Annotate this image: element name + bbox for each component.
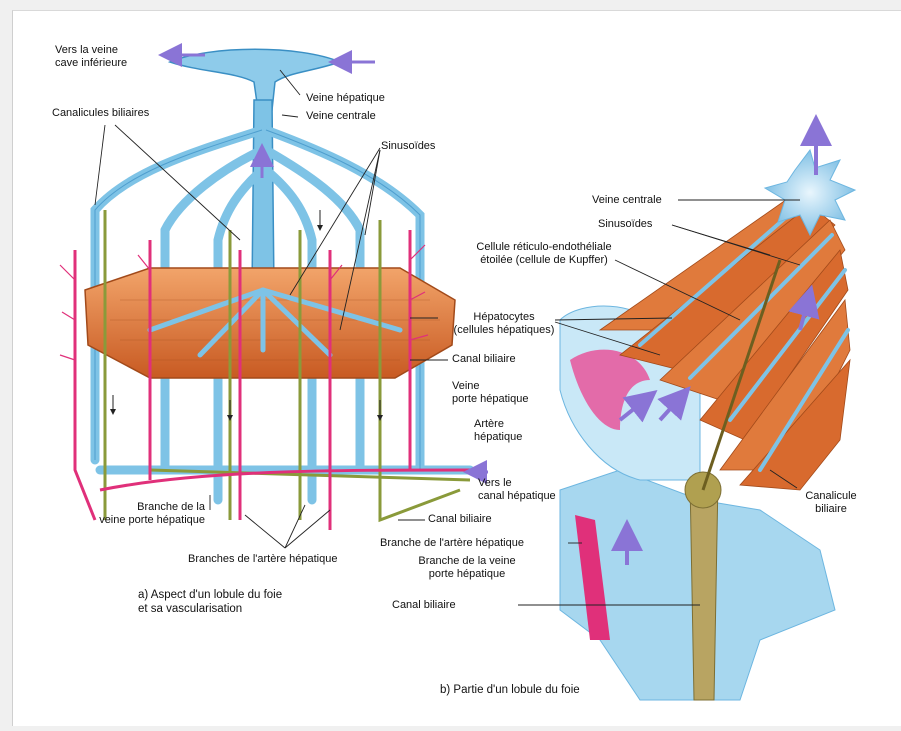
label-vers-canal-hepatique: Vers le canal hépatique	[478, 477, 556, 503]
label-veine-porte-a: Veine porte hépatique	[452, 380, 528, 406]
panel-b-lobule-section	[518, 130, 855, 700]
label-kupffer: Cellule réticulo-endothéliale étoilée (c…	[458, 241, 630, 267]
label-sinusoides-b: Sinusoïdes	[598, 218, 652, 231]
label-branche-veine-porte: Branche de la veine porte hépatique	[18, 501, 205, 527]
label-canalicule-b: Canalicule biliaire	[796, 490, 866, 516]
label-veine-centrale-b: Veine centrale	[592, 194, 662, 207]
label-veine-hepatique: Veine hépatique	[306, 92, 385, 105]
label-branches-artere: Branches de l'artère hépatique	[188, 553, 337, 566]
bile-duct-column	[690, 480, 718, 700]
caption-b: b) Partie d'un lobule du foie	[440, 683, 580, 697]
label-veine-centrale-a: Veine centrale	[306, 110, 376, 123]
label-canal-biliaire-b: Canal biliaire	[392, 599, 456, 612]
panel-a-lobule-diagram	[60, 49, 488, 548]
label-sinusoides-a: Sinusoïdes	[381, 140, 435, 153]
label-hepatocytes: Hépatocytes (cellules hépatiques)	[444, 311, 564, 337]
label-branche-artere-b: Branche de l'artère hépatique	[380, 537, 524, 550]
label-canal-biliaire-a2: Canal biliaire	[428, 513, 492, 526]
hepatocyte-plate	[85, 268, 455, 378]
central-vein-star	[765, 150, 855, 235]
label-branche-veine-b: Branche de la veine porte hépatique	[392, 555, 542, 581]
label-artere-a: Artère hépatique	[474, 418, 522, 444]
label-canalicules-biliaires: Canalicules biliaires	[52, 107, 149, 120]
label-vers-veine-cave: Vers la veine cave inférieure	[55, 44, 127, 70]
caption-a: a) Aspect d'un lobule du foie et sa vasc…	[138, 588, 282, 616]
label-canal-biliaire-a1: Canal biliaire	[452, 353, 516, 366]
